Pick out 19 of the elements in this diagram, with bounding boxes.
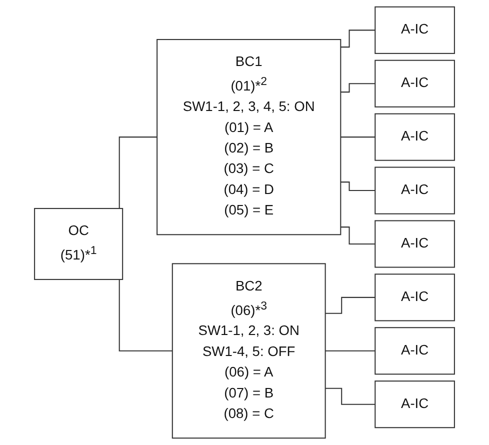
- node-box: A-IC: [374, 274, 455, 322]
- node-box: A-IC: [374, 220, 455, 268]
- connector: [340, 182, 376, 192]
- connector: [340, 226, 376, 244]
- connector: [340, 83, 376, 93]
- node-box: A-IC: [374, 113, 455, 161]
- connector: [340, 30, 376, 48]
- connector: [325, 296, 376, 314]
- node-box: BC1 (01)*$^{2}$ SW1-1, 2, 3, 4, 5: ON (01) = A (02) = B (03) = C (04) = D (05) = E: [156, 39, 342, 236]
- node-box: OC (51)*$^{1}$: [34, 208, 124, 280]
- node-box: A-IC: [374, 166, 455, 214]
- connector: [325, 388, 376, 405]
- connector: [325, 350, 376, 352]
- node-box: BC2 (06)*$^{3}$ SW1-1, 2, 3: ON SW1-4, 5: OFF (06) = A (07) = B (08) = C: [172, 263, 326, 439]
- node-box: A-IC: [374, 327, 455, 375]
- connector: [340, 136, 376, 138]
- node-box: A-IC: [374, 60, 455, 108]
- node-box: A-IC: [374, 6, 455, 54]
- node-box: A-IC: [374, 380, 455, 428]
